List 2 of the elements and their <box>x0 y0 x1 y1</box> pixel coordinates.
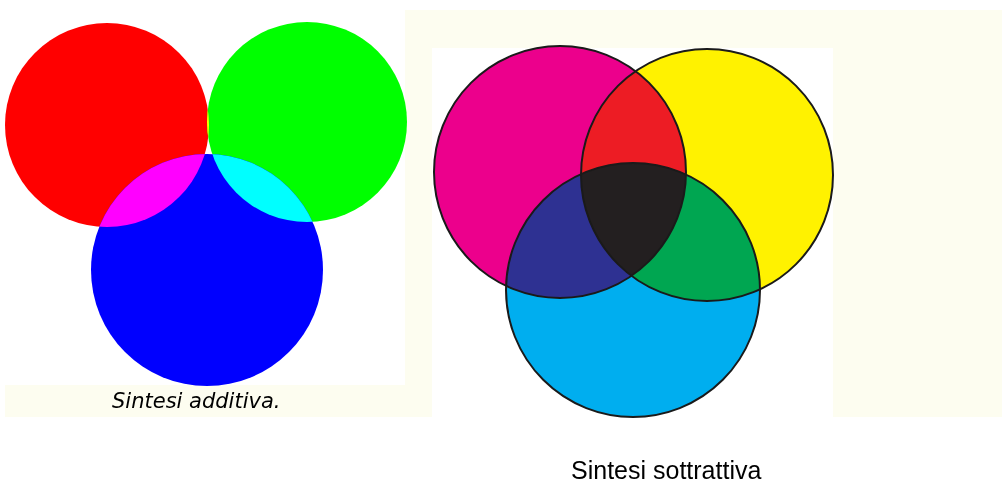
caption-text: Sintesi additiva. <box>112 389 281 413</box>
caption-text: Sintesi sottrattiva <box>571 456 762 485</box>
